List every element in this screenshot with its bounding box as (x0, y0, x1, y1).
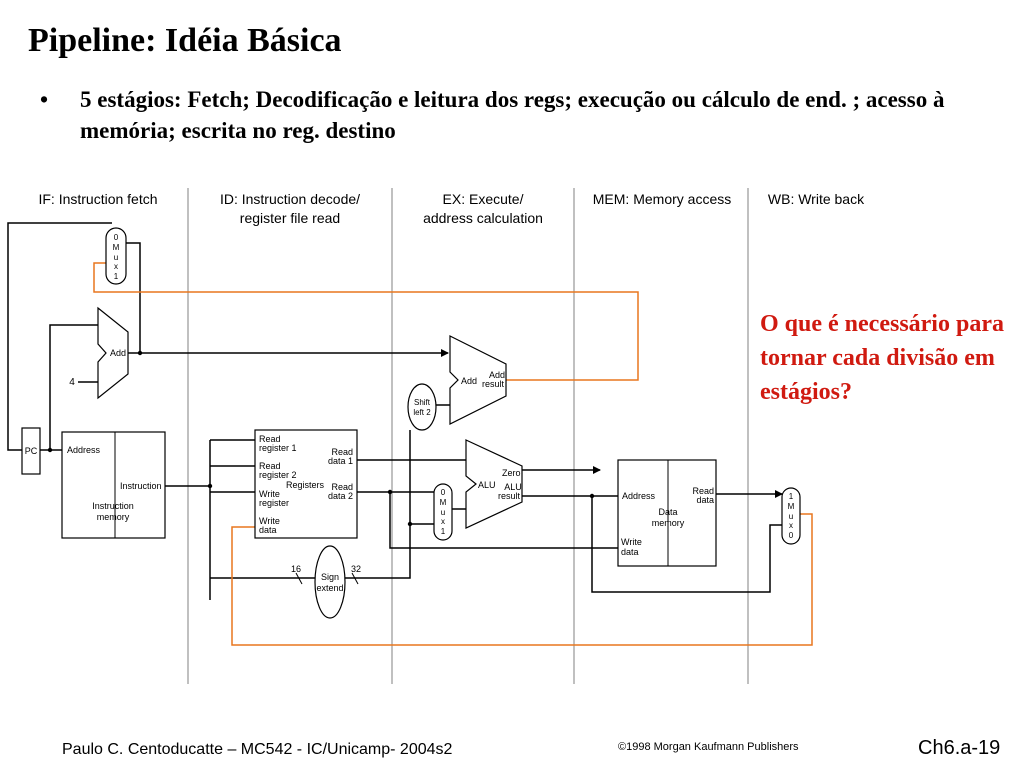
stage-label-ex-line1: EX: Execute/ (443, 191, 524, 207)
wire-signext-to-shift (345, 430, 411, 579)
stage-dividers (187, 188, 749, 684)
dmem-name-line1: Data (658, 507, 677, 517)
bits-out-label: 32 (351, 564, 361, 574)
footer-author: Paulo C. Centoducatte – MC542 - IC/Unica… (62, 741, 453, 758)
stage-label-wb: WB: Write back (768, 191, 865, 207)
dmem-write-line2: data (621, 547, 639, 557)
mux-wb-label-2: u (789, 512, 793, 521)
branch-result-line1: Add (489, 370, 505, 380)
reg-rdata2-line1: Read (331, 482, 353, 492)
mux-alu-label-2: u (441, 508, 445, 517)
imem-name-line2: memory (97, 512, 130, 522)
dmem-read-line2: data (696, 495, 714, 505)
reg-read1-line2: register 1 (259, 443, 297, 453)
mux-wb-label-1: M (788, 502, 795, 511)
wire-alu-bypass (591, 496, 782, 593)
stage-label-mem: MEM: Memory access (593, 191, 731, 207)
wire-pc-to-add (49, 324, 98, 450)
reg-wdata-line1: Write (259, 516, 280, 526)
bits-in-label: 16 (291, 564, 301, 574)
sign-extend-line1: Sign (321, 572, 339, 582)
reg-rdata2-line2: data 2 (328, 491, 353, 501)
stage-label-id-line2: register file read (240, 210, 340, 226)
reg-read1-line1: Read (259, 434, 281, 444)
reg-read2-line1: Read (259, 461, 281, 471)
dmem-write-line1: Write (621, 537, 642, 547)
mux-pc-label-2: u (114, 253, 118, 262)
sign-extend-line2: extend (316, 583, 343, 593)
dmem-read-line1: Read (692, 486, 714, 496)
dmem-name-line2: memory (652, 518, 685, 528)
branch-adder: Add Add result (449, 335, 507, 425)
data-memory: Address Read data Data memory Write data (617, 459, 717, 567)
shift-line2: left 2 (413, 408, 431, 417)
datapath-wires (7, 222, 783, 600)
mux-wb-label-3: x (789, 521, 793, 530)
mux-alu-label-1: M (440, 498, 447, 507)
mux-alu-label-3: x (441, 517, 445, 526)
bullet-item: 5 estágios: Fetch; Decodificação e leitu… (80, 87, 945, 143)
reg-read2-line2: register 2 (259, 470, 297, 480)
mux-alu-source: 0 M u x 1 (433, 483, 453, 541)
pc-adder: Add 4 (69, 306, 129, 400)
shift-left-unit: Shift left 2 (407, 383, 437, 431)
side-question: O que é necessário para tornar cada divi… (760, 311, 1004, 405)
mux-writeback: 1 M u x 0 (781, 487, 801, 545)
wire-writeback (231, 513, 813, 646)
bullet-list: • 5 estágios: Fetch; Decodificação e lei… (40, 84, 960, 146)
footer-page-number: Ch6.a-19 (918, 737, 1001, 759)
alu-result-line2: result (498, 491, 521, 501)
alu-result-line1: ALU (504, 482, 522, 492)
wire-branch-target (93, 262, 639, 381)
reg-rdata1-line1: Read (331, 447, 353, 457)
reg-write-line1: Write (259, 489, 280, 499)
stage-label-if: IF: Instruction fetch (38, 191, 157, 207)
mux-pc-label-3: x (114, 262, 118, 271)
shift-line1: Shift (414, 398, 431, 407)
branch-adder-label: Add (461, 376, 477, 386)
wire-add-to-mux (126, 242, 141, 354)
mux-pc-source: 0 M u x 1 (105, 227, 127, 285)
sign-extend-unit: Sign extend 16 32 (291, 545, 361, 619)
reg-name-label: Registers (286, 480, 325, 490)
imem-name-line1: Instruction (92, 501, 134, 511)
mux-wb-label-4: 0 (789, 531, 794, 540)
const-four-label: 4 (69, 377, 75, 388)
imem-address-label: Address (67, 445, 101, 455)
footer-copyright: ©1998 Morgan Kaufmann Publishers (618, 741, 799, 753)
wire-mux-to-pc (7, 222, 112, 451)
mux-alu-label-4: 1 (441, 527, 446, 536)
stage-label-ex-line2: address calculation (423, 210, 543, 226)
mux-pc-label-4: 1 (114, 272, 119, 281)
reg-rdata1-line2: data 1 (328, 456, 353, 466)
alu-zero-label: Zero (502, 468, 521, 478)
reg-wdata-line2: data (259, 525, 277, 535)
pc-label: PC (25, 446, 38, 456)
pc-register: PC (21, 427, 41, 475)
instruction-memory: Address Instruction Instruction memory (61, 431, 166, 539)
mux-alu-label-0: 0 (441, 488, 446, 497)
reg-write-line2: register (259, 498, 289, 508)
register-file: Read register 1 Read register 2 Write re… (254, 429, 358, 539)
mux-wb-label-0: 1 (789, 492, 794, 501)
slide-title: Pipeline: Idéia Básica (28, 22, 342, 59)
dmem-address-label: Address (622, 491, 656, 501)
mux-pc-label-1: M (113, 243, 120, 252)
pc-adder-label: Add (110, 348, 126, 358)
stage-label-id-line1: ID: Instruction decode/ (220, 191, 360, 207)
mux-pc-label-0: 0 (114, 233, 119, 242)
bullet-marker: • (40, 87, 49, 112)
wire-rdata2-dmem (389, 492, 618, 549)
branch-result-line2: result (482, 379, 505, 389)
imem-instruction-label: Instruction (120, 481, 162, 491)
alu-name-label: ALU (478, 480, 496, 490)
junction-dots (47, 350, 595, 527)
alu: Zero ALU ALU result (465, 439, 523, 529)
feedback-wires (93, 262, 813, 646)
